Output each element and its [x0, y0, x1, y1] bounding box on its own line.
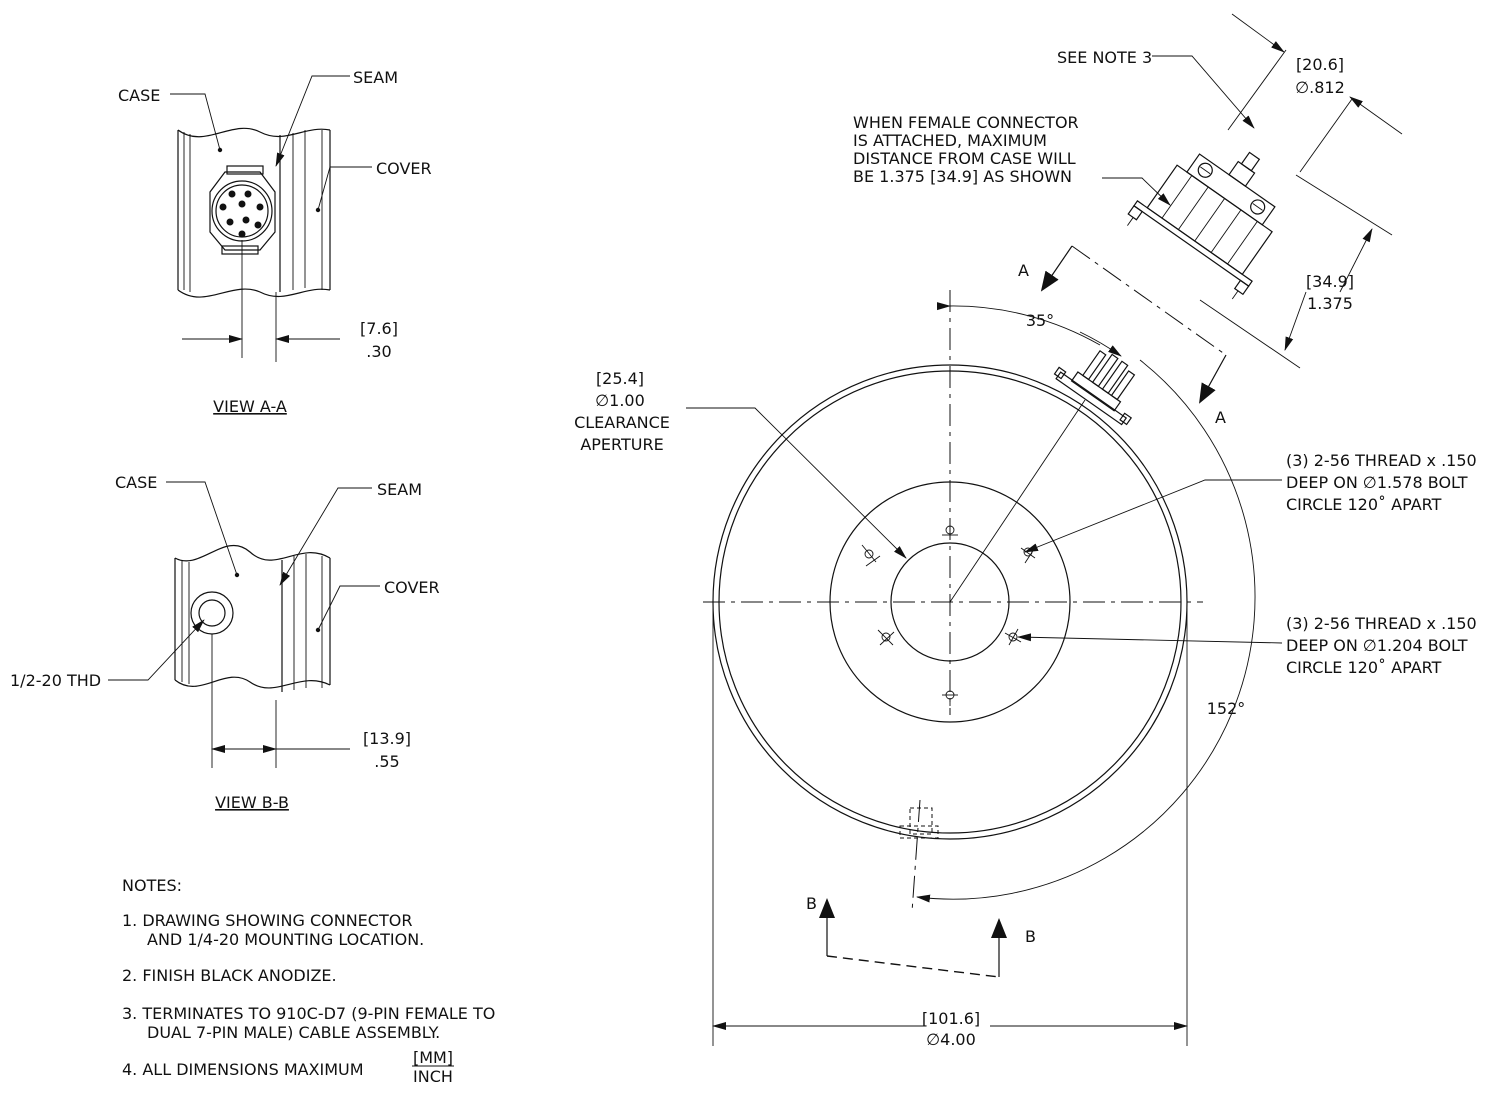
bolt-callout-1-leader: [1024, 479, 1282, 553]
view-b-cover-label: COVER: [384, 578, 440, 597]
section-b-label-left: B: [806, 894, 817, 913]
view-a-case-leader: [170, 93, 223, 153]
bolt-callout-2-leader: [1017, 633, 1283, 644]
connector-length-dimension: [1199, 174, 1393, 369]
note-1-line-1: 1. DRAWING SHOWING CONNECTOR: [122, 911, 412, 930]
view-b-thread-leader: [108, 619, 205, 681]
section-a-label-top: A: [1018, 261, 1029, 280]
case-connector: [1053, 350, 1136, 426]
aperture-label-2: APERTURE: [580, 435, 663, 454]
aperture-mm-label: [25.4]: [596, 369, 644, 388]
view-b-title: VIEW B-B: [215, 793, 289, 812]
view-b-thread-label: 1/2-20 THD: [10, 671, 101, 690]
connector-length-in: 1.375: [1307, 294, 1353, 313]
see-note-leader: [1152, 55, 1255, 129]
note-3-line-2: DUAL 7-PIN MALE) CABLE ASSEMBLY.: [147, 1023, 440, 1042]
angle-152-arc: [916, 359, 1256, 903]
view-a-seam-label: SEAM: [353, 68, 398, 87]
section-b-cut: [819, 898, 1007, 978]
view-a-connector: [209, 165, 276, 255]
bolt-callout-1-line-3: CIRCLE 120˚ APART: [1286, 495, 1442, 514]
aperture-label-1: CLEARANCE: [574, 413, 670, 432]
note-4-unit-mm: [MM]: [413, 1048, 453, 1067]
female-note-line-4: BE 1.375 [34.9] AS SHOWN: [853, 167, 1072, 186]
view-b-dim-mm: [13.9]: [363, 729, 411, 748]
view-b-seam-label: SEAM: [377, 480, 422, 499]
view-a-title: VIEW A-A: [213, 397, 287, 416]
section-a-label-bottom: A: [1215, 408, 1226, 427]
view-a-dimension: [182, 240, 340, 362]
view-a-dim-mm: [7.6]: [360, 319, 398, 338]
note-3-line-1: 3. TERMINATES TO 910C-D7 (9-PIN FEMALE T…: [122, 1004, 495, 1023]
note-4: 4. ALL DIMENSIONS MAXIMUM: [122, 1060, 364, 1079]
female-connector-detail: [1127, 151, 1276, 300]
view-a-cover-label: COVER: [376, 159, 432, 178]
note-4-unit-inch: INCH: [413, 1067, 453, 1086]
notes-block: NOTES: 1. DRAWING SHOWING CONNECTOR AND …: [122, 876, 495, 1086]
view-b-dimension: [211, 634, 350, 768]
view-b-dim-in: .55: [374, 752, 399, 771]
dia-in-label: ∅4.00: [926, 1030, 976, 1049]
see-note-label: SEE NOTE 3: [1057, 48, 1152, 67]
section-b-label-right: B: [1025, 927, 1036, 946]
mount-hole-hidden: [899, 799, 939, 913]
view-b-case-leader: [166, 481, 240, 578]
view-b-case-outline: [174, 545, 331, 692]
connector-dia-dimension: [1227, 13, 1403, 173]
view-a-case-label: CASE: [118, 86, 160, 105]
view-a-dim-in: .30: [366, 342, 391, 361]
view-b-b: CASE SEAM COVER 1/2-20 THD [13.9] .55 VI…: [10, 473, 440, 812]
view-b-seam-leader: [279, 487, 372, 586]
section-a-cut: [1040, 245, 1227, 404]
connector-dia-in: ∅.812: [1295, 78, 1345, 97]
aperture-in-label: ∅1.00: [595, 391, 645, 410]
female-note-line-3: DISTANCE FROM CASE WILL: [853, 149, 1076, 168]
note-1-line-2: AND 1/4-20 MOUNTING LOCATION.: [147, 930, 424, 949]
bolt-callout-1-line-1: (3) 2-56 THREAD x .150: [1286, 451, 1477, 470]
bolt-callout-1-line-2: DEEP ON ∅1.578 BOLT: [1286, 473, 1468, 492]
view-a-case-outline: [177, 127, 331, 298]
view-b-thread-hole-inner: [198, 599, 226, 627]
angle-35-label: 35°: [1026, 311, 1054, 330]
main-view: [101.6] ∅4.00 [25.4] ∅1.00 CLEARANCE APE…: [574, 245, 1477, 1049]
view-b-case-label: CASE: [115, 473, 157, 492]
angle-35-arc: [936, 302, 1101, 346]
bolt-callout-2-line-1: (3) 2-56 THREAD x .150: [1286, 614, 1477, 633]
connector-axis-line: [949, 399, 1086, 603]
notes-heading: NOTES:: [122, 876, 182, 895]
view-a-cover-leader: [315, 166, 372, 213]
view-a-seam-leader: [275, 75, 350, 167]
female-note-line-2: IS ATTACHED, MAXIMUM: [853, 131, 1047, 150]
view-a-a: CASE SEAM COVER [7.6] .30 VIEW A-A: [118, 68, 432, 416]
angle-152-label: 152°: [1207, 699, 1246, 718]
note-2: 2. FINISH BLACK ANODIZE.: [122, 966, 337, 985]
bolt-callout-2-line-2: DEEP ON ∅1.204 BOLT: [1286, 636, 1468, 655]
aperture-leader: [686, 407, 907, 559]
connector-dia-mm: [20.6]: [1296, 55, 1344, 74]
connector-length-mm: [34.9]: [1306, 272, 1354, 291]
female-note-leader: [1102, 177, 1171, 206]
female-note-line-1: WHEN FEMALE CONNECTOR: [853, 113, 1079, 132]
view-b-cover-leader: [315, 585, 380, 633]
bolt-callout-2-line-3: CIRCLE 120˚ APART: [1286, 658, 1442, 677]
bolt-hole-group-inner: [877, 628, 1022, 706]
dia-mm-label: [101.6]: [922, 1009, 980, 1028]
